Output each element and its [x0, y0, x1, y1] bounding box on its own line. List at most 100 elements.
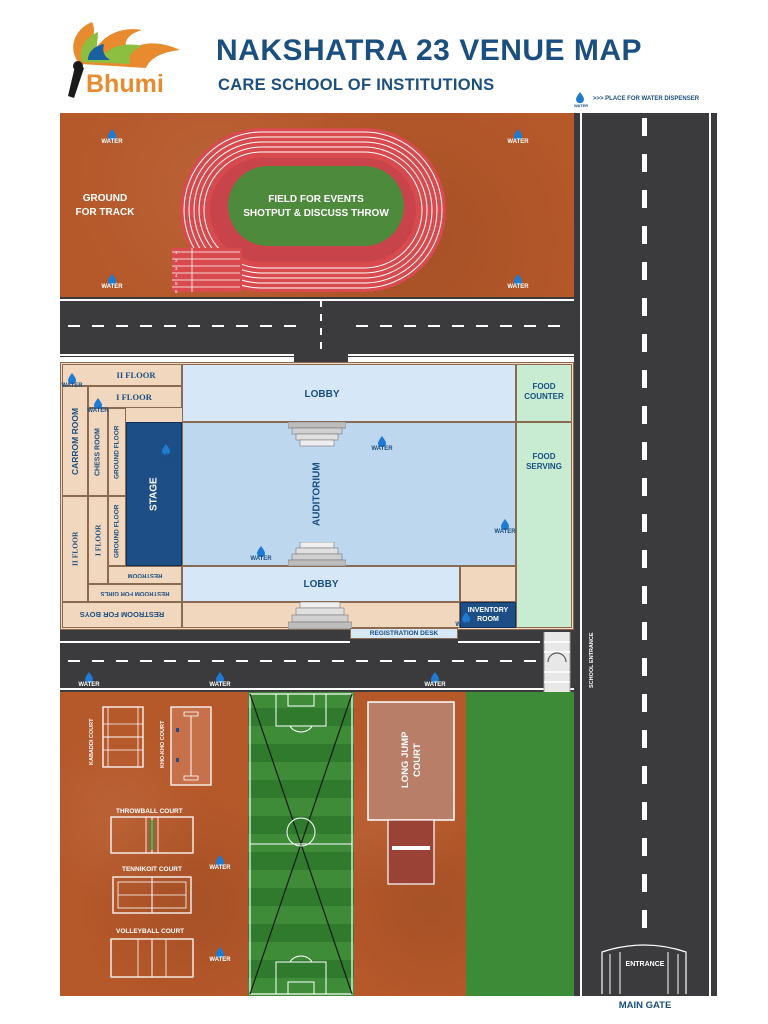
- road-dash: [60, 354, 294, 356]
- ground-for-track-label: GROUND FOR TRACK: [75, 193, 135, 218]
- chess-room-label: CHESS ROOM: [94, 428, 102, 476]
- road-dash: [642, 658, 647, 676]
- lobby-bottom-label: LOBBY: [303, 578, 339, 590]
- water-label: WATER: [250, 556, 272, 562]
- long-jump-court-label: LONG JUMP COURT: [400, 731, 423, 789]
- tennikoit-court-title: TENNIKOIT COURT: [122, 866, 182, 873]
- road-dash: [452, 325, 464, 327]
- water-drop-icon: [94, 398, 102, 409]
- road-dash: [212, 325, 224, 327]
- volleyball-court-title: VOLLEYBALL COURT: [116, 928, 185, 935]
- restroom-room: [108, 566, 182, 584]
- ii-floor-label-lower: II FLOOR: [70, 531, 80, 567]
- road-dash: [356, 325, 368, 327]
- road-dash: [284, 660, 296, 662]
- water-drop-icon: [514, 129, 522, 140]
- water-drop-icon: [514, 274, 522, 285]
- ground-floor-label-upper: GROUND FLOOR: [113, 425, 121, 479]
- auditorium-label: AUDITORIUM: [311, 462, 323, 526]
- food-serving: [516, 422, 572, 628]
- road-dash: [642, 550, 647, 568]
- water-drop-icon: [108, 129, 116, 140]
- road-dash: [642, 730, 647, 748]
- legend-icon-label: WATER: [574, 103, 589, 108]
- stairs-top: [288, 422, 346, 447]
- road-dash: [642, 910, 647, 928]
- water-drop-icon: [501, 519, 509, 530]
- road-dash: [116, 660, 128, 662]
- road-dash: [458, 641, 540, 643]
- road-dash: [380, 325, 392, 327]
- volleyball-court: [110, 938, 194, 978]
- road-dash: [68, 660, 80, 662]
- water-drop-icon: [108, 274, 116, 285]
- road-dash: [642, 514, 647, 532]
- road-dash: [92, 660, 104, 662]
- road-dash: [164, 325, 176, 327]
- water-label: WATER: [101, 284, 123, 290]
- road-dash: [642, 802, 647, 820]
- water-drop-icon: [431, 672, 439, 683]
- lobby-bottom: [182, 566, 460, 602]
- food-counter-label: FOOD COUNTER: [524, 382, 564, 401]
- road-dash: [236, 325, 248, 327]
- road-dash: [332, 660, 344, 662]
- road-dash: [524, 660, 536, 662]
- road-dash: [140, 660, 152, 662]
- road-dash: [642, 766, 647, 784]
- i-floor-label-lower: I FLOOR: [93, 524, 103, 556]
- road-dash: [452, 660, 464, 662]
- road-dash: [188, 660, 200, 662]
- first-floor-room: [88, 386, 182, 408]
- inventory-room: [460, 602, 516, 628]
- logo-text: Bhumi: [86, 70, 164, 98]
- road-dash: [60, 641, 350, 643]
- road-dash: [356, 660, 368, 662]
- road-dash: [60, 299, 574, 301]
- road-dash: [60, 688, 574, 690]
- road-dash: [642, 334, 647, 352]
- stage: [126, 422, 182, 566]
- carrom-room: [62, 386, 88, 496]
- field-events-label: FIELD FOR EVENTS SHOTPUT & DISCUSS THROW: [243, 194, 389, 219]
- water-drop-icon: [378, 436, 386, 447]
- road-dash: [428, 660, 440, 662]
- road-dash: [320, 314, 322, 321]
- restroom-boys-label: RESTROOM FOR BOYS: [79, 610, 165, 620]
- water-drop-icon: [216, 947, 224, 958]
- water-label: WATER: [209, 682, 231, 688]
- water-drop-icon: [216, 672, 224, 683]
- lobby-top: [182, 364, 516, 422]
- bhumi-torch-icon: [68, 22, 180, 98]
- water-label: WATER: [155, 454, 177, 460]
- road-dash: [642, 226, 647, 244]
- stairs-bottom: [288, 602, 352, 630]
- water-drop-icon: [462, 612, 470, 623]
- stairs-auditorium-bottom: [288, 542, 346, 566]
- water-label: WATER: [507, 284, 529, 290]
- registration-desk-label: REGISTRATION DESK: [369, 630, 439, 637]
- road-dash: [320, 328, 322, 335]
- lobby-top-label: LOBBY: [304, 388, 340, 400]
- lane-number: 2: [175, 257, 178, 263]
- road-dash: [709, 113, 711, 996]
- water-drop-icon: [162, 444, 170, 455]
- kho-kho-court-label: KHO-KHO COURT: [160, 720, 166, 768]
- water-label: WATER: [87, 408, 109, 414]
- road-dash: [260, 660, 272, 662]
- ground-floor-label-lower: GROUND FLOOR: [113, 504, 121, 558]
- water-label: WATER: [209, 957, 231, 963]
- running-track: [172, 128, 446, 292]
- legend-text: >>> PLACE FOR WATER DISPENSER: [593, 96, 700, 102]
- road-dash: [642, 838, 647, 856]
- legend: WATER >>> PLACE FOR WATER DISPENSER: [574, 92, 734, 110]
- grass-field: [466, 692, 574, 996]
- kabaddi-court: [102, 706, 144, 768]
- lane-number: 5: [175, 281, 178, 287]
- school-entrance-gate-icon: [543, 632, 571, 692]
- road-dash: [236, 660, 248, 662]
- entrance-gate-icon: [601, 944, 687, 994]
- carrom-room-label: CARROM ROOM: [70, 407, 80, 475]
- kabaddi-court-label: KABADDI COURT: [89, 718, 95, 766]
- road-dash: [642, 442, 647, 460]
